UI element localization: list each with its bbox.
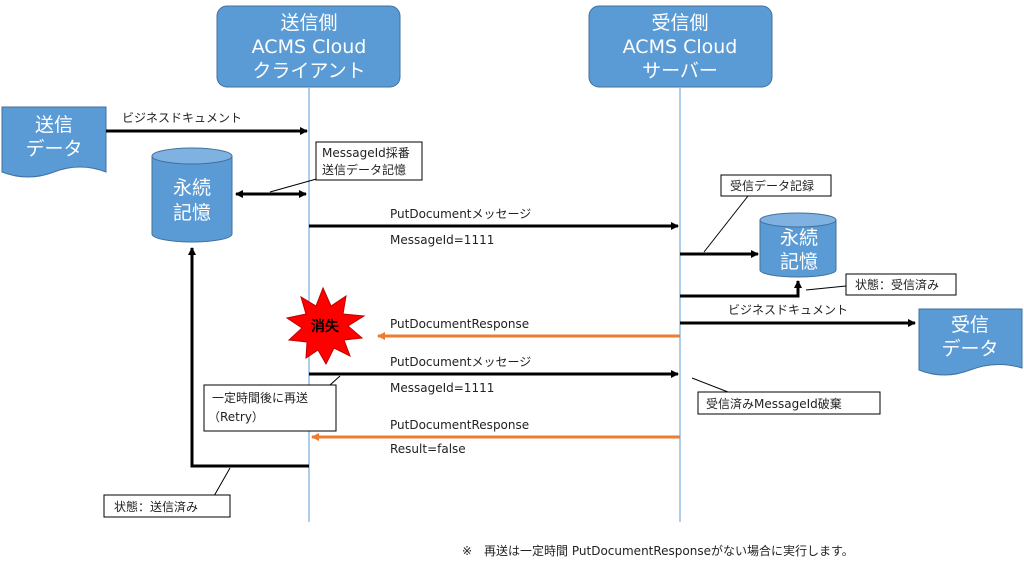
sender-db-line1: 永続 — [173, 177, 211, 199]
receiver-db-line1: 永続 — [780, 227, 818, 249]
retry-callout: 一定時間後に再送 （Retry） — [203, 375, 341, 432]
send-data-line2: データ — [25, 138, 82, 160]
state-sent-arrow — [188, 247, 309, 468]
sender-db-cylinder: 永続 記憶 — [151, 147, 233, 243]
state-sent-label: 状態：送信済み — [114, 499, 198, 514]
state-received-label: 状態：受信済み — [855, 277, 939, 292]
discard-callout: 受信済みMessageId破棄 — [691, 377, 881, 415]
sender-header-line1: 送信側 — [280, 12, 337, 34]
recv-data-line2: データ — [941, 338, 998, 360]
business-doc-in-label: ビジネスドキュメント — [122, 111, 242, 125]
msgid-1-label: MessageId=1111 — [390, 233, 494, 247]
receiver-db-line2: 記憶 — [780, 251, 818, 273]
retry-line1: 一定時間後に再送 — [212, 390, 308, 405]
put-doc-1-label: PutDocumentメッセージ — [390, 207, 531, 221]
msgid-2-label: MessageId=1111 — [390, 381, 494, 395]
msgid-assign-callout: MessageId採番 送信データ記憶 — [269, 141, 423, 193]
state-received-callout: 状態：受信済み — [805, 273, 957, 296]
receiver-header-line1: 受信側 — [651, 12, 708, 34]
sender-header: 送信側 ACMS Cloud クライアント — [216, 5, 401, 88]
response-1-label: PutDocumentResponse — [390, 317, 529, 331]
lost-burst: 消失 — [285, 286, 366, 366]
discard-label: 受信済みMessageId破棄 — [706, 396, 842, 411]
msgid-assign-line1: MessageId採番 — [322, 146, 410, 160]
receiver-header-line2: ACMS Cloud — [623, 36, 738, 58]
send-data-document: 送信 データ — [1, 106, 107, 178]
business-doc-out-label: ビジネスドキュメント — [728, 303, 848, 317]
state-sent-callout: 状態：送信済み — [103, 467, 231, 518]
lost-badge-label: 消失 — [311, 318, 340, 335]
retry-line2: （Retry） — [208, 410, 264, 424]
recv-record-label: 受信データ記録 — [730, 178, 814, 193]
recv-record-callout: 受信データ記録 — [703, 174, 832, 253]
response-2-label: PutDocumentResponse — [390, 418, 529, 432]
sender-db-line2: 記憶 — [173, 202, 211, 224]
put-doc-2-label: PutDocumentメッセージ — [390, 355, 531, 369]
result-false-label: Result=false — [390, 442, 466, 456]
send-data-line1: 送信 — [35, 114, 73, 136]
msgid-assign-line2: 送信データ記憶 — [322, 162, 406, 177]
receiver-header-line3: サーバー — [642, 60, 718, 82]
receiver-db-cylinder: 永続 記憶 — [759, 212, 837, 278]
recv-data-document: 受信 データ — [918, 308, 1023, 376]
recv-data-line1: 受信 — [951, 314, 989, 336]
state-received-arrow — [680, 280, 802, 298]
receiver-header: 受信側 ACMS Cloud サーバー — [588, 5, 773, 88]
sender-header-line3: クライアント — [252, 60, 365, 82]
footnote: ※ 再送は一定時間 PutDocumentResponseがない場合に実行します… — [462, 543, 854, 558]
sender-header-line2: ACMS Cloud — [252, 36, 367, 58]
